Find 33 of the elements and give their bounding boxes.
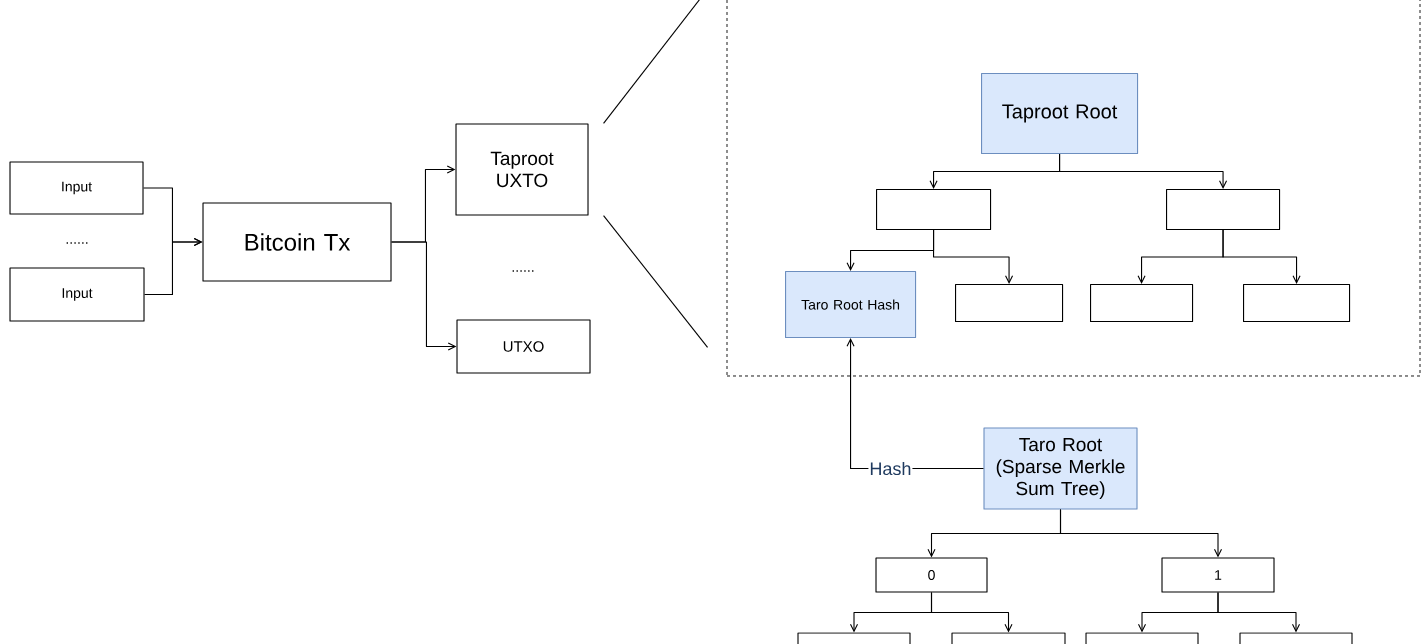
transaction-box: Bitcoin Tx: [202, 202, 392, 282]
hash-box: Taro Root Hash: [785, 271, 917, 339]
tree-node-box: 1: [1161, 557, 1275, 593]
tree-node-box: [1166, 189, 1281, 231]
zoom-line: [603, 0, 701, 124]
tree-node-box: [797, 632, 911, 644]
tree-node-box: [955, 284, 1064, 323]
arrow: [933, 229, 1014, 284]
arrow: [1059, 153, 1228, 189]
root-box: Taro Root (Sparse Merkle Sum Tree): [983, 427, 1138, 510]
output-box: Taproot UXTO: [455, 123, 589, 216]
tree-node-box: [1239, 632, 1353, 644]
input-box: Input: [9, 267, 145, 322]
edge-label: Hash: [870, 461, 911, 476]
tree-node-box: [1090, 284, 1194, 323]
output-box: UTXO: [456, 319, 591, 374]
root-box: Taproot Root: [981, 73, 1139, 155]
tree-node-box: [1085, 632, 1199, 644]
zoom-line: [603, 215, 709, 348]
ellipsis-text: ......: [66, 242, 88, 244]
input-box: Input: [9, 161, 144, 215]
zoom-frame: [726, 0, 1421, 377]
arrow: [930, 592, 1013, 633]
tree-node-box: [1243, 284, 1351, 323]
arrow: [1059, 509, 1223, 558]
arrow: [1217, 592, 1301, 633]
arrow: [391, 241, 457, 351]
ellipsis-text: ......: [512, 270, 534, 272]
arrow: [144, 237, 203, 296]
tree-node-box: [951, 632, 1066, 644]
arrow: [1222, 229, 1301, 284]
tree-node-box: 0: [875, 557, 988, 593]
tree-node-box: [876, 189, 992, 231]
